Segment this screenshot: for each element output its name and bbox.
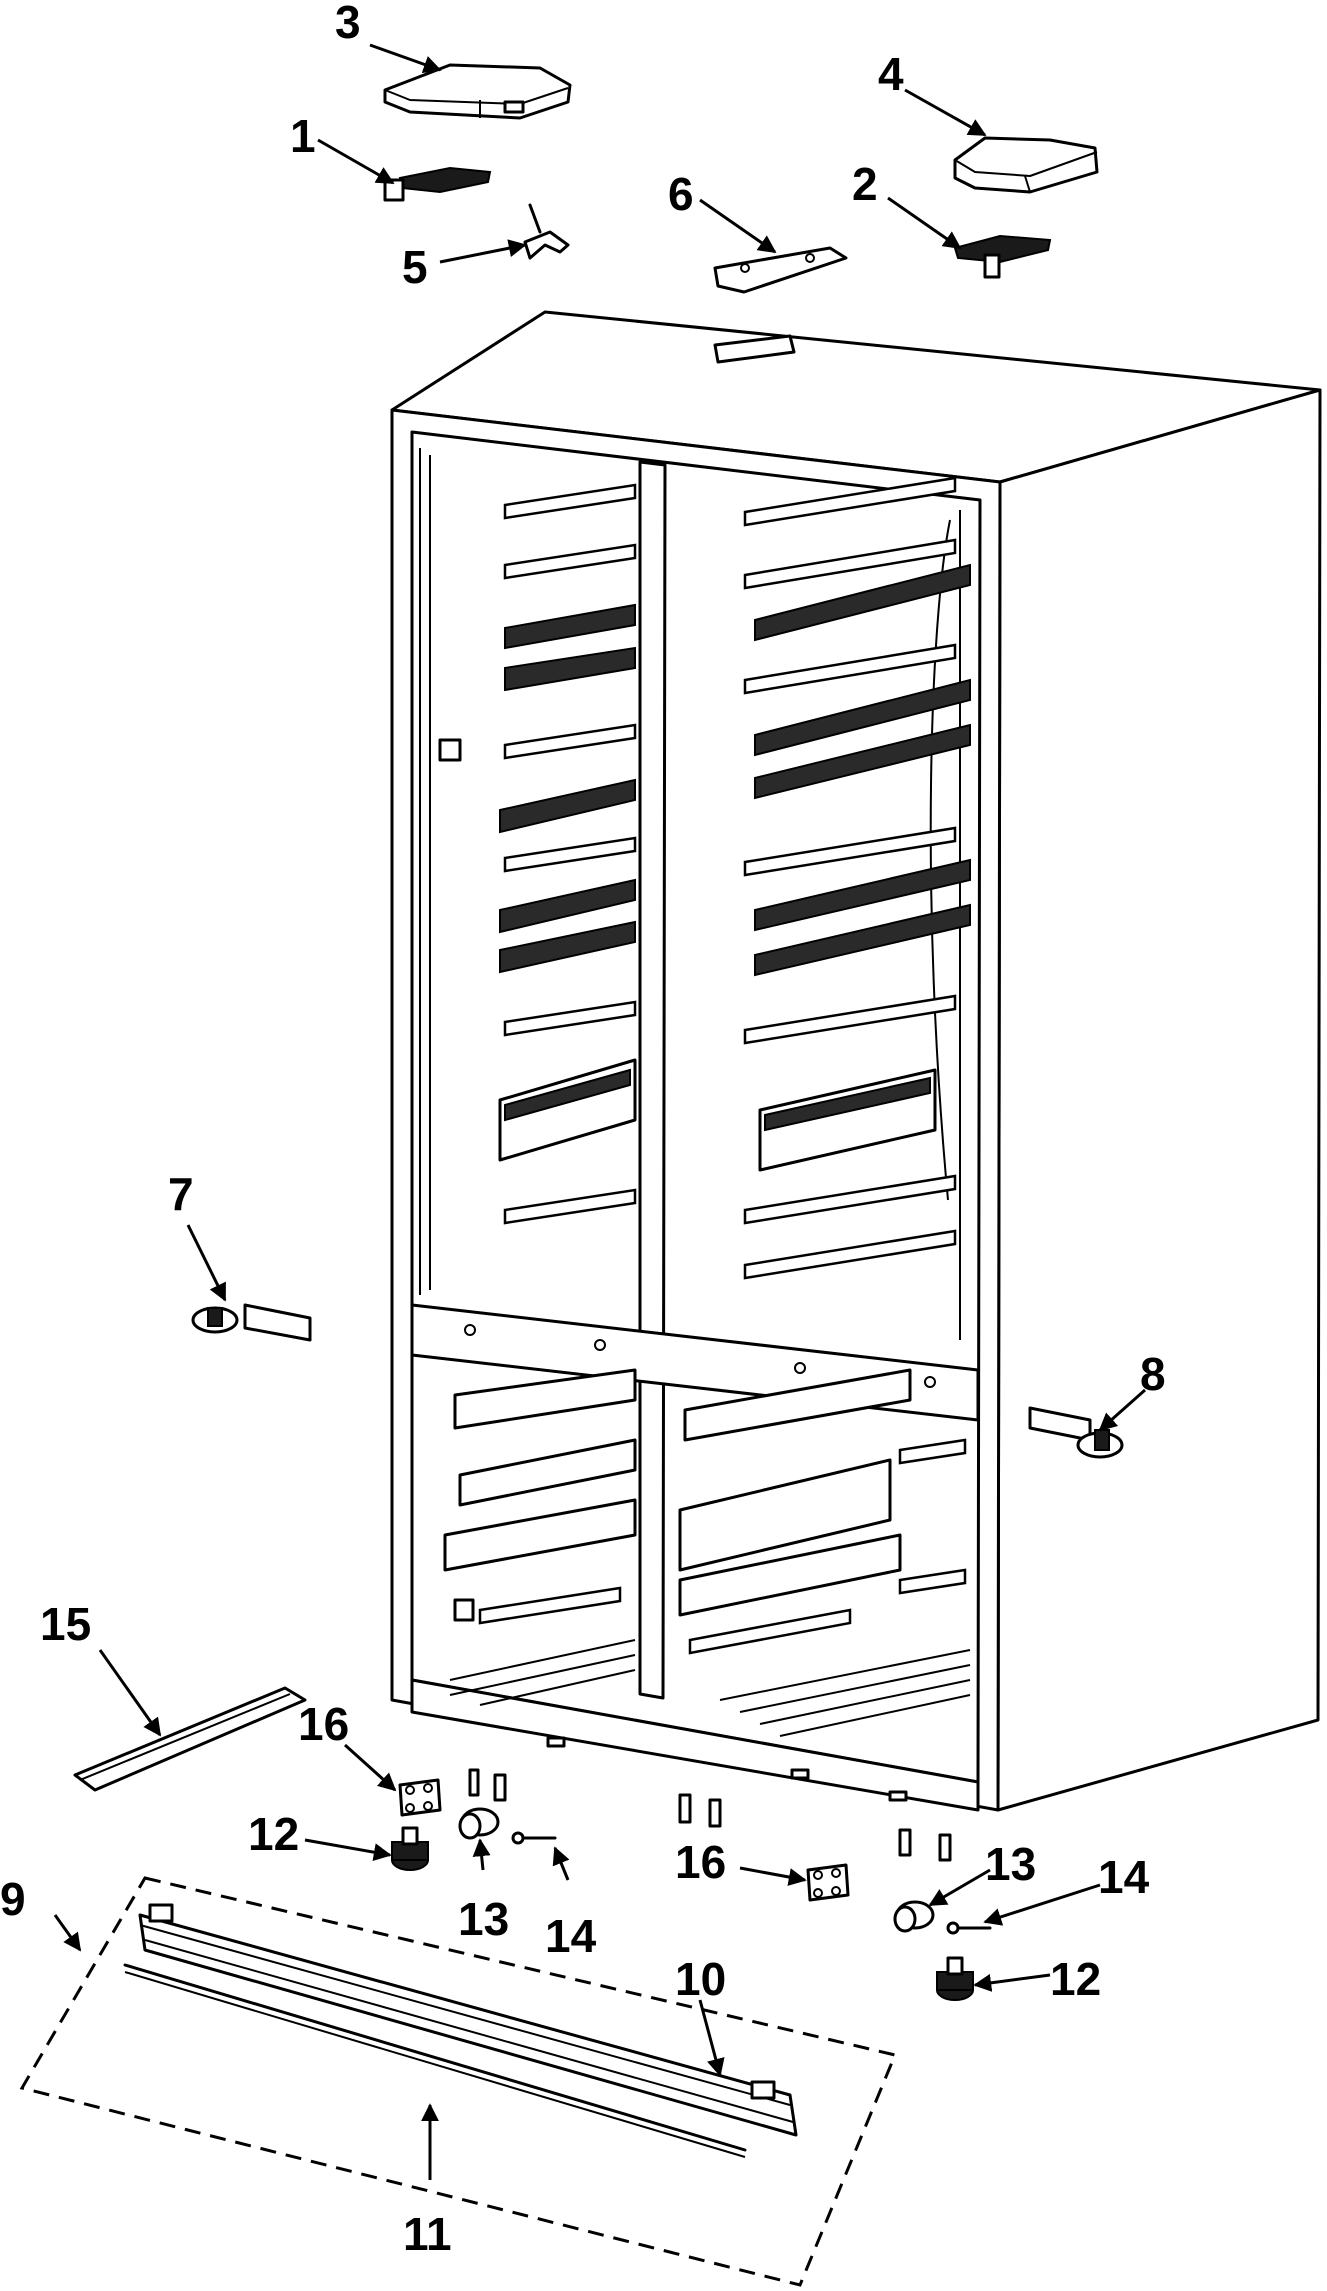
callout-5: 5 — [402, 241, 428, 293]
leveling-bracket-left — [398, 1778, 442, 1817]
callout-13-left: 13 — [458, 1893, 509, 1945]
cabinet-bottom-fittings — [468, 1736, 952, 1862]
hinge-cover-right — [953, 136, 1099, 194]
callout-16-right: 16 — [675, 1836, 726, 1888]
freezer-rails — [443, 1368, 967, 1655]
callout-15: 15 — [40, 1598, 91, 1650]
hinge-pin — [523, 203, 570, 260]
leveling-leg-left — [391, 1826, 429, 1871]
callout-10: 10 — [675, 1953, 726, 2005]
base-grille — [138, 1903, 798, 2137]
callout-11: 11 — [403, 2208, 452, 2260]
callout-7: 7 — [168, 1168, 194, 1220]
callout-13-right: 13 — [985, 1838, 1036, 1890]
roller-right — [893, 1900, 935, 1933]
callout-6: 6 — [668, 168, 694, 220]
base-trim-strip — [73, 1686, 307, 1792]
callout-1: 1 — [290, 110, 316, 162]
callout-8: 8 — [1140, 1348, 1166, 1400]
callout-labels: 1 2 3 4 5 6 7 8 9 10 11 12 12 13 13 14 1… — [0, 0, 1166, 2260]
shelf-rails-left — [438, 483, 637, 1225]
leveling-leg-right — [936, 1956, 974, 2001]
leader-lines — [53, 43, 1146, 2180]
callout-14-left: 14 — [545, 1910, 597, 1962]
roller-pin-right — [946, 1921, 992, 1935]
middle-hinge-left — [191, 1303, 312, 1342]
roller-left — [458, 1807, 500, 1840]
top-hinge-right — [953, 234, 1052, 279]
leveling-bracket-right — [806, 1863, 850, 1902]
callout-12-left: 12 — [248, 1808, 299, 1860]
hinge-cover-left — [383, 63, 572, 120]
callout-3: 3 — [335, 0, 361, 48]
cabinet-body — [390, 310, 1322, 1812]
callout-12-right: 12 — [1050, 1953, 1101, 2005]
freezer-floor — [449, 1639, 971, 1737]
callout-2: 2 — [852, 158, 878, 210]
hinge-plate-center — [713, 246, 848, 294]
middle-hinge-right — [1028, 1406, 1124, 1459]
callout-4: 4 — [878, 48, 904, 100]
base-grille-assembly-box — [19, 1876, 898, 2287]
callout-16-left: 16 — [298, 1698, 349, 1750]
grille-strip — [123, 1963, 747, 2158]
roller-pin-left — [511, 1831, 557, 1845]
shelf-rails-right — [743, 476, 971, 1280]
callout-9: 9 — [0, 1873, 26, 1925]
top-hinge-left — [383, 166, 492, 202]
callout-14-right: 14 — [1098, 1851, 1150, 1903]
